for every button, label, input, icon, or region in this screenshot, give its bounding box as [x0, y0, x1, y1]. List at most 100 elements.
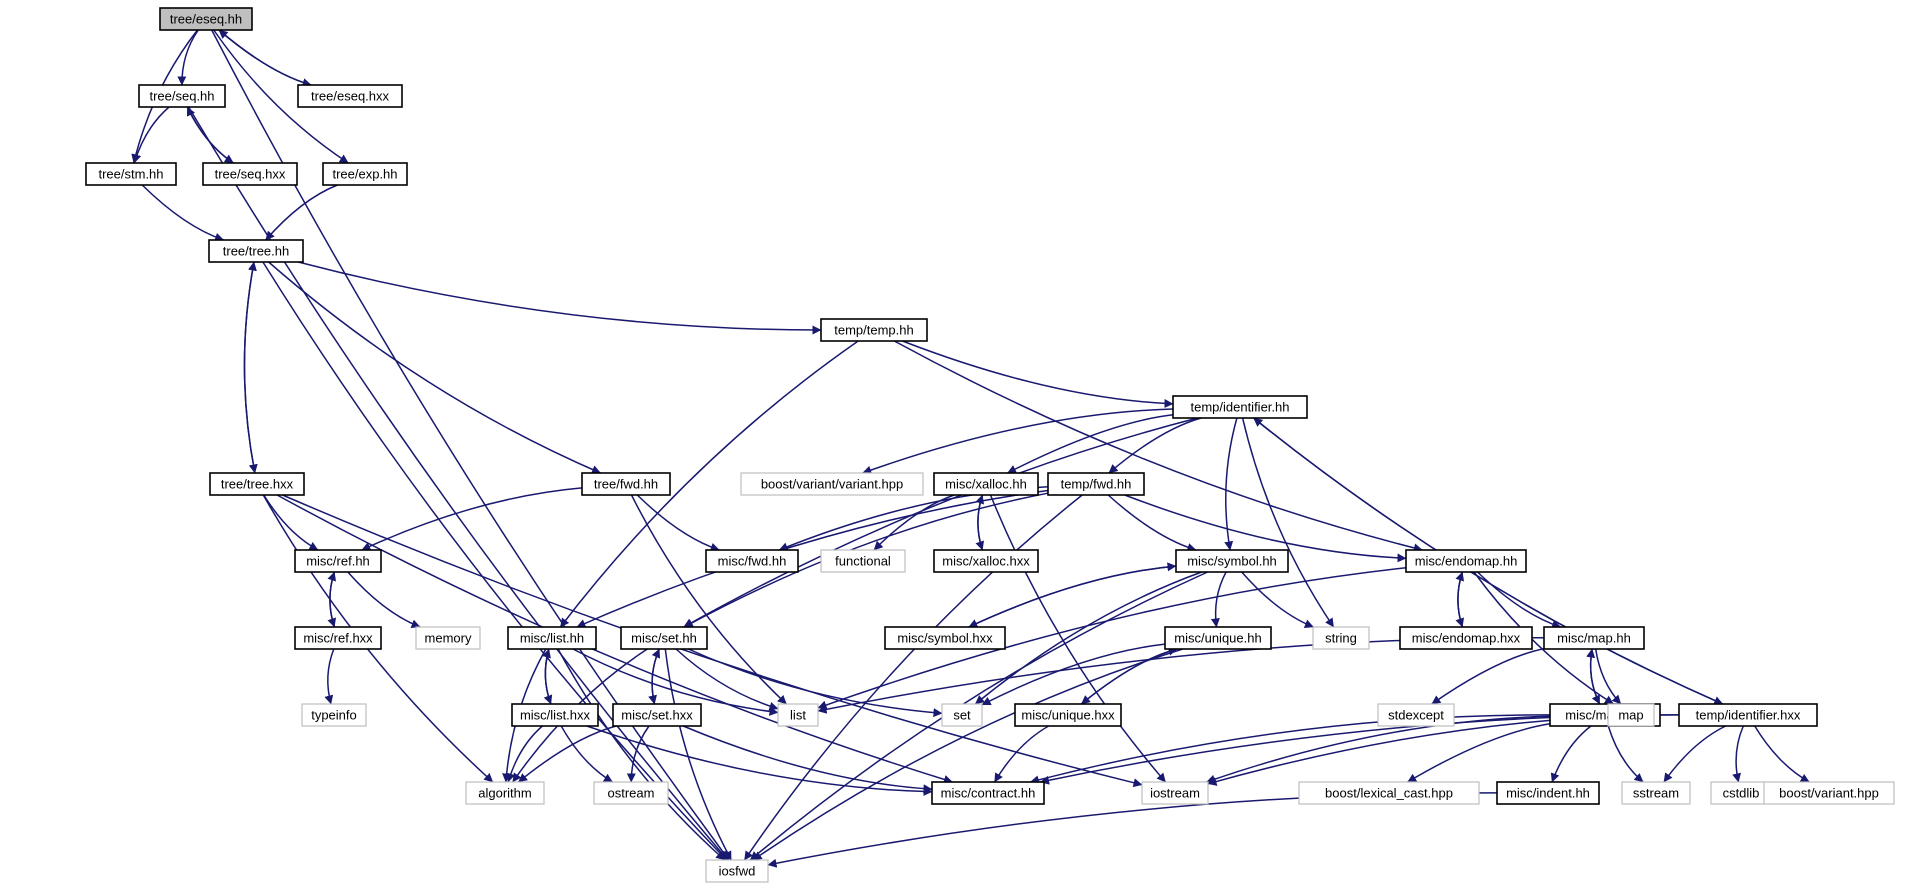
- node-xalloc-hh[interactable]: misc/xalloc.hh: [933, 472, 1039, 496]
- edge-identifier_hh-to-symbol_hh: [1224, 417, 1238, 551]
- node-box: [1172, 395, 1308, 419]
- node-label: tree/eseq.hh: [170, 12, 242, 27]
- node-label: memory: [425, 631, 472, 646]
- node-boost-variant: boost/variant.hpp: [1763, 781, 1895, 805]
- edge-list_hxx-to-ostream: [560, 725, 613, 783]
- edge-arrow: [268, 261, 601, 474]
- node-contract-hh[interactable]: misc/contract.hh: [931, 781, 1045, 805]
- node-label: temp/fwd.hh: [1061, 477, 1132, 492]
- node-label: tree/stm.hh: [98, 167, 163, 182]
- node-stm-hh[interactable]: tree/stm.hh: [85, 162, 177, 186]
- edge-xalloc_hh-to-iostream: [989, 494, 1167, 783]
- node-box: [612, 703, 702, 727]
- edge-ref_hh-to-memory: [347, 571, 421, 629]
- node-tree-hxx[interactable]: tree/tree.hxx: [209, 472, 305, 496]
- node-tree-fwd-hh[interactable]: tree/fwd.hh: [581, 472, 671, 496]
- node-box: [1763, 781, 1895, 805]
- node-label: tree/exp.hh: [332, 167, 397, 182]
- edge-tree_fwd_hh-to-list: [630, 494, 787, 705]
- node-label: misc/symbol.hh: [1187, 554, 1277, 569]
- edge-arrow: [1210, 571, 1227, 628]
- edge-map_hxx-to-contract_hh: [1029, 714, 1551, 785]
- edge-arrow: [1550, 725, 1592, 783]
- edge-arrow: [873, 494, 955, 551]
- edge-arrow: [989, 494, 1167, 783]
- edge-seq_hh-to-iosfwd: [187, 106, 729, 861]
- edge-arrow: [576, 489, 1049, 628]
- edge-arrow: [327, 571, 337, 628]
- node-set-hh[interactable]: misc/set.hh: [620, 626, 708, 650]
- node-label: temp/identifier.hh: [1190, 400, 1289, 415]
- node-exp-hh[interactable]: tree/exp.hh: [322, 162, 408, 186]
- node-algorithm: algorithm: [465, 781, 545, 805]
- node-box: [884, 626, 1006, 650]
- edge-arrow: [559, 340, 859, 628]
- node-typeinfo: typeinfo: [301, 703, 367, 727]
- node-label: tree/seq.hh: [149, 89, 214, 104]
- node-box: [581, 472, 671, 496]
- node-set: set: [941, 703, 983, 727]
- node-box: [159, 7, 253, 31]
- edge-stm_hh-to-tree_hh: [141, 184, 225, 242]
- edge-symbol_hh-to-string: [1241, 571, 1314, 629]
- edge-map_hxx-to-map_hh: [1586, 648, 1601, 705]
- node-xalloc-hxx[interactable]: misc/xalloc.hxx: [933, 549, 1039, 573]
- node-map-hh[interactable]: misc/map.hh: [1543, 626, 1645, 650]
- node-box: [85, 162, 177, 186]
- edge-arrow: [506, 725, 543, 783]
- node-endomap-hxx[interactable]: misc/endomap.hxx: [1399, 626, 1533, 650]
- node-ref-hh[interactable]: misc/ref.hh: [294, 549, 382, 573]
- node-box: [1014, 703, 1122, 727]
- edge-arrow: [1007, 414, 1174, 474]
- edge-arrow: [132, 106, 170, 164]
- node-identifier-hxx[interactable]: temp/identifier.hxx: [1678, 703, 1818, 727]
- node-box: [322, 162, 408, 186]
- node-set-hxx[interactable]: misc/set.hxx: [612, 703, 702, 727]
- edge-identifier_hxx-to-cstdlib: [1732, 725, 1744, 783]
- node-temp-hh[interactable]: temp/temp.hh: [820, 318, 928, 342]
- edge-arrow: [1108, 417, 1202, 474]
- edge-set_hxx-to-set_hh: [651, 648, 661, 705]
- node-box: [294, 626, 382, 650]
- node-label: sstream: [1633, 786, 1679, 801]
- node-memory: memory: [415, 626, 481, 650]
- edge-tree_fwd_hh-to-ref_hh: [361, 487, 583, 551]
- edge-map_hh-to-map: [1594, 648, 1622, 705]
- node-label: tree/eseq.hxx: [311, 89, 390, 104]
- node-label: iostream: [1150, 786, 1200, 801]
- edge-arrow: [586, 725, 933, 797]
- node-list-hxx[interactable]: misc/list.hxx: [511, 703, 599, 727]
- edge-arrow: [213, 29, 349, 164]
- node-misc-fwd-hh[interactable]: misc/fwd.hh: [705, 549, 799, 573]
- node-indent-hh[interactable]: misc/indent.hh: [1496, 781, 1600, 805]
- edge-set_hxx-to-ostream: [626, 725, 650, 783]
- node-seq-hh[interactable]: tree/seq.hh: [138, 84, 226, 108]
- node-symbol-hxx[interactable]: misc/symbol.hxx: [884, 626, 1006, 650]
- node-list-hh[interactable]: misc/list.hh: [507, 626, 597, 650]
- node-label: boost/variant.hpp: [1779, 786, 1879, 801]
- node-symbol-hh[interactable]: misc/symbol.hh: [1175, 549, 1289, 573]
- edge-arrow: [218, 29, 312, 87]
- node-unique-hh[interactable]: misc/unique.hh: [1164, 626, 1272, 650]
- node-eseq-hxx[interactable]: tree/eseq.hxx: [297, 84, 403, 108]
- node-label: set: [953, 708, 971, 723]
- node-seq-hxx[interactable]: tree/seq.hxx: [202, 162, 298, 186]
- edge-arrow: [749, 571, 1208, 861]
- node-eseq-hh[interactable]: tree/eseq.hh: [159, 7, 253, 31]
- node-endomap-hh[interactable]: misc/endomap.hh: [1405, 549, 1527, 573]
- edge-arrow: [1241, 571, 1314, 629]
- node-identifier-hh[interactable]: temp/identifier.hh: [1172, 395, 1308, 419]
- node-temp-fwd-hh[interactable]: temp/fwd.hh: [1047, 472, 1145, 496]
- node-label: algorithm: [478, 786, 531, 801]
- node-label: misc/endomap.hh: [1415, 554, 1518, 569]
- node-ref-hxx[interactable]: misc/ref.hxx: [294, 626, 382, 650]
- node-label: string: [1325, 631, 1357, 646]
- edge-unique_hxx-to-contract_hh: [993, 725, 1049, 783]
- node-label: boost/variant/variant.hpp: [761, 477, 903, 492]
- node-tree-hh[interactable]: tree/tree.hh: [208, 239, 304, 263]
- node-unique-hxx[interactable]: misc/unique.hxx: [1014, 703, 1122, 727]
- node-string: string: [1312, 626, 1370, 650]
- node-label: misc/map.hh: [1557, 631, 1631, 646]
- node-box: [1678, 703, 1818, 727]
- edge-arrow: [1476, 571, 1562, 629]
